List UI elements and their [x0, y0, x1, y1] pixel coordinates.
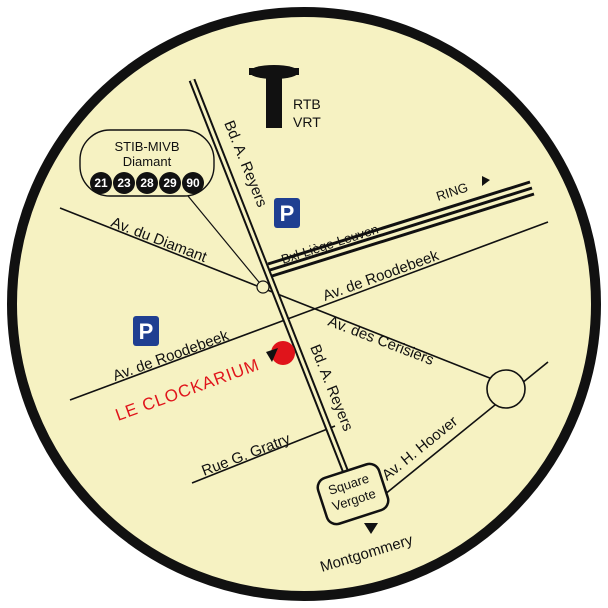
- tram-operator: STIB-MIVB: [114, 139, 179, 154]
- parking-sign-icon: P: [133, 316, 159, 346]
- tram-line-number: 21: [94, 176, 108, 190]
- tram-line-number: 23: [117, 176, 131, 190]
- motorway-line-3: [271, 192, 535, 278]
- tram-stop-box: STIB-MIVB Diamant 21 23 28 29 90: [79, 129, 215, 197]
- parking-sign-icon: P: [274, 198, 300, 228]
- tower-icon: [249, 65, 299, 128]
- motorway-line-2: [269, 186, 533, 272]
- street-line-gratry: [191, 425, 336, 484]
- tram-line-badge: [90, 172, 112, 194]
- street-line-reyers-inner: [190, 79, 354, 489]
- tram-line-badge: [136, 172, 158, 194]
- roundabout: [486, 369, 526, 409]
- location-dot-icon: [271, 341, 295, 365]
- tram-line-number: 90: [186, 176, 200, 190]
- ring-arrow-icon: [482, 176, 490, 186]
- tram-lines: 21 23 28 29 90: [90, 172, 204, 194]
- tram-stop-name: Diamant: [123, 154, 172, 169]
- motorway-line-1: [267, 180, 531, 266]
- broadcaster-label-2: VRT: [293, 114, 321, 130]
- tram-line-number: 29: [163, 176, 177, 190]
- tram-line-badge: [113, 172, 135, 194]
- svg-text:P: P: [139, 319, 154, 344]
- triangle-pointer-icon: [266, 348, 278, 362]
- tram-line-badge: [159, 172, 181, 194]
- montgommery-arrow-icon: [364, 523, 378, 534]
- tram-line-number: 28: [140, 176, 154, 190]
- street-line-diamant-cerisiers: [59, 207, 521, 391]
- street-line-roodebeek: [69, 221, 549, 401]
- tram-stop-dot: [256, 280, 270, 294]
- tram-line-badge: [182, 172, 204, 194]
- svg-text:P: P: [280, 201, 295, 226]
- square-vergote-sign: Square Vergote: [316, 462, 390, 526]
- broadcaster-label-1: RTB: [293, 96, 321, 112]
- tram-connector-line: [187, 195, 264, 288]
